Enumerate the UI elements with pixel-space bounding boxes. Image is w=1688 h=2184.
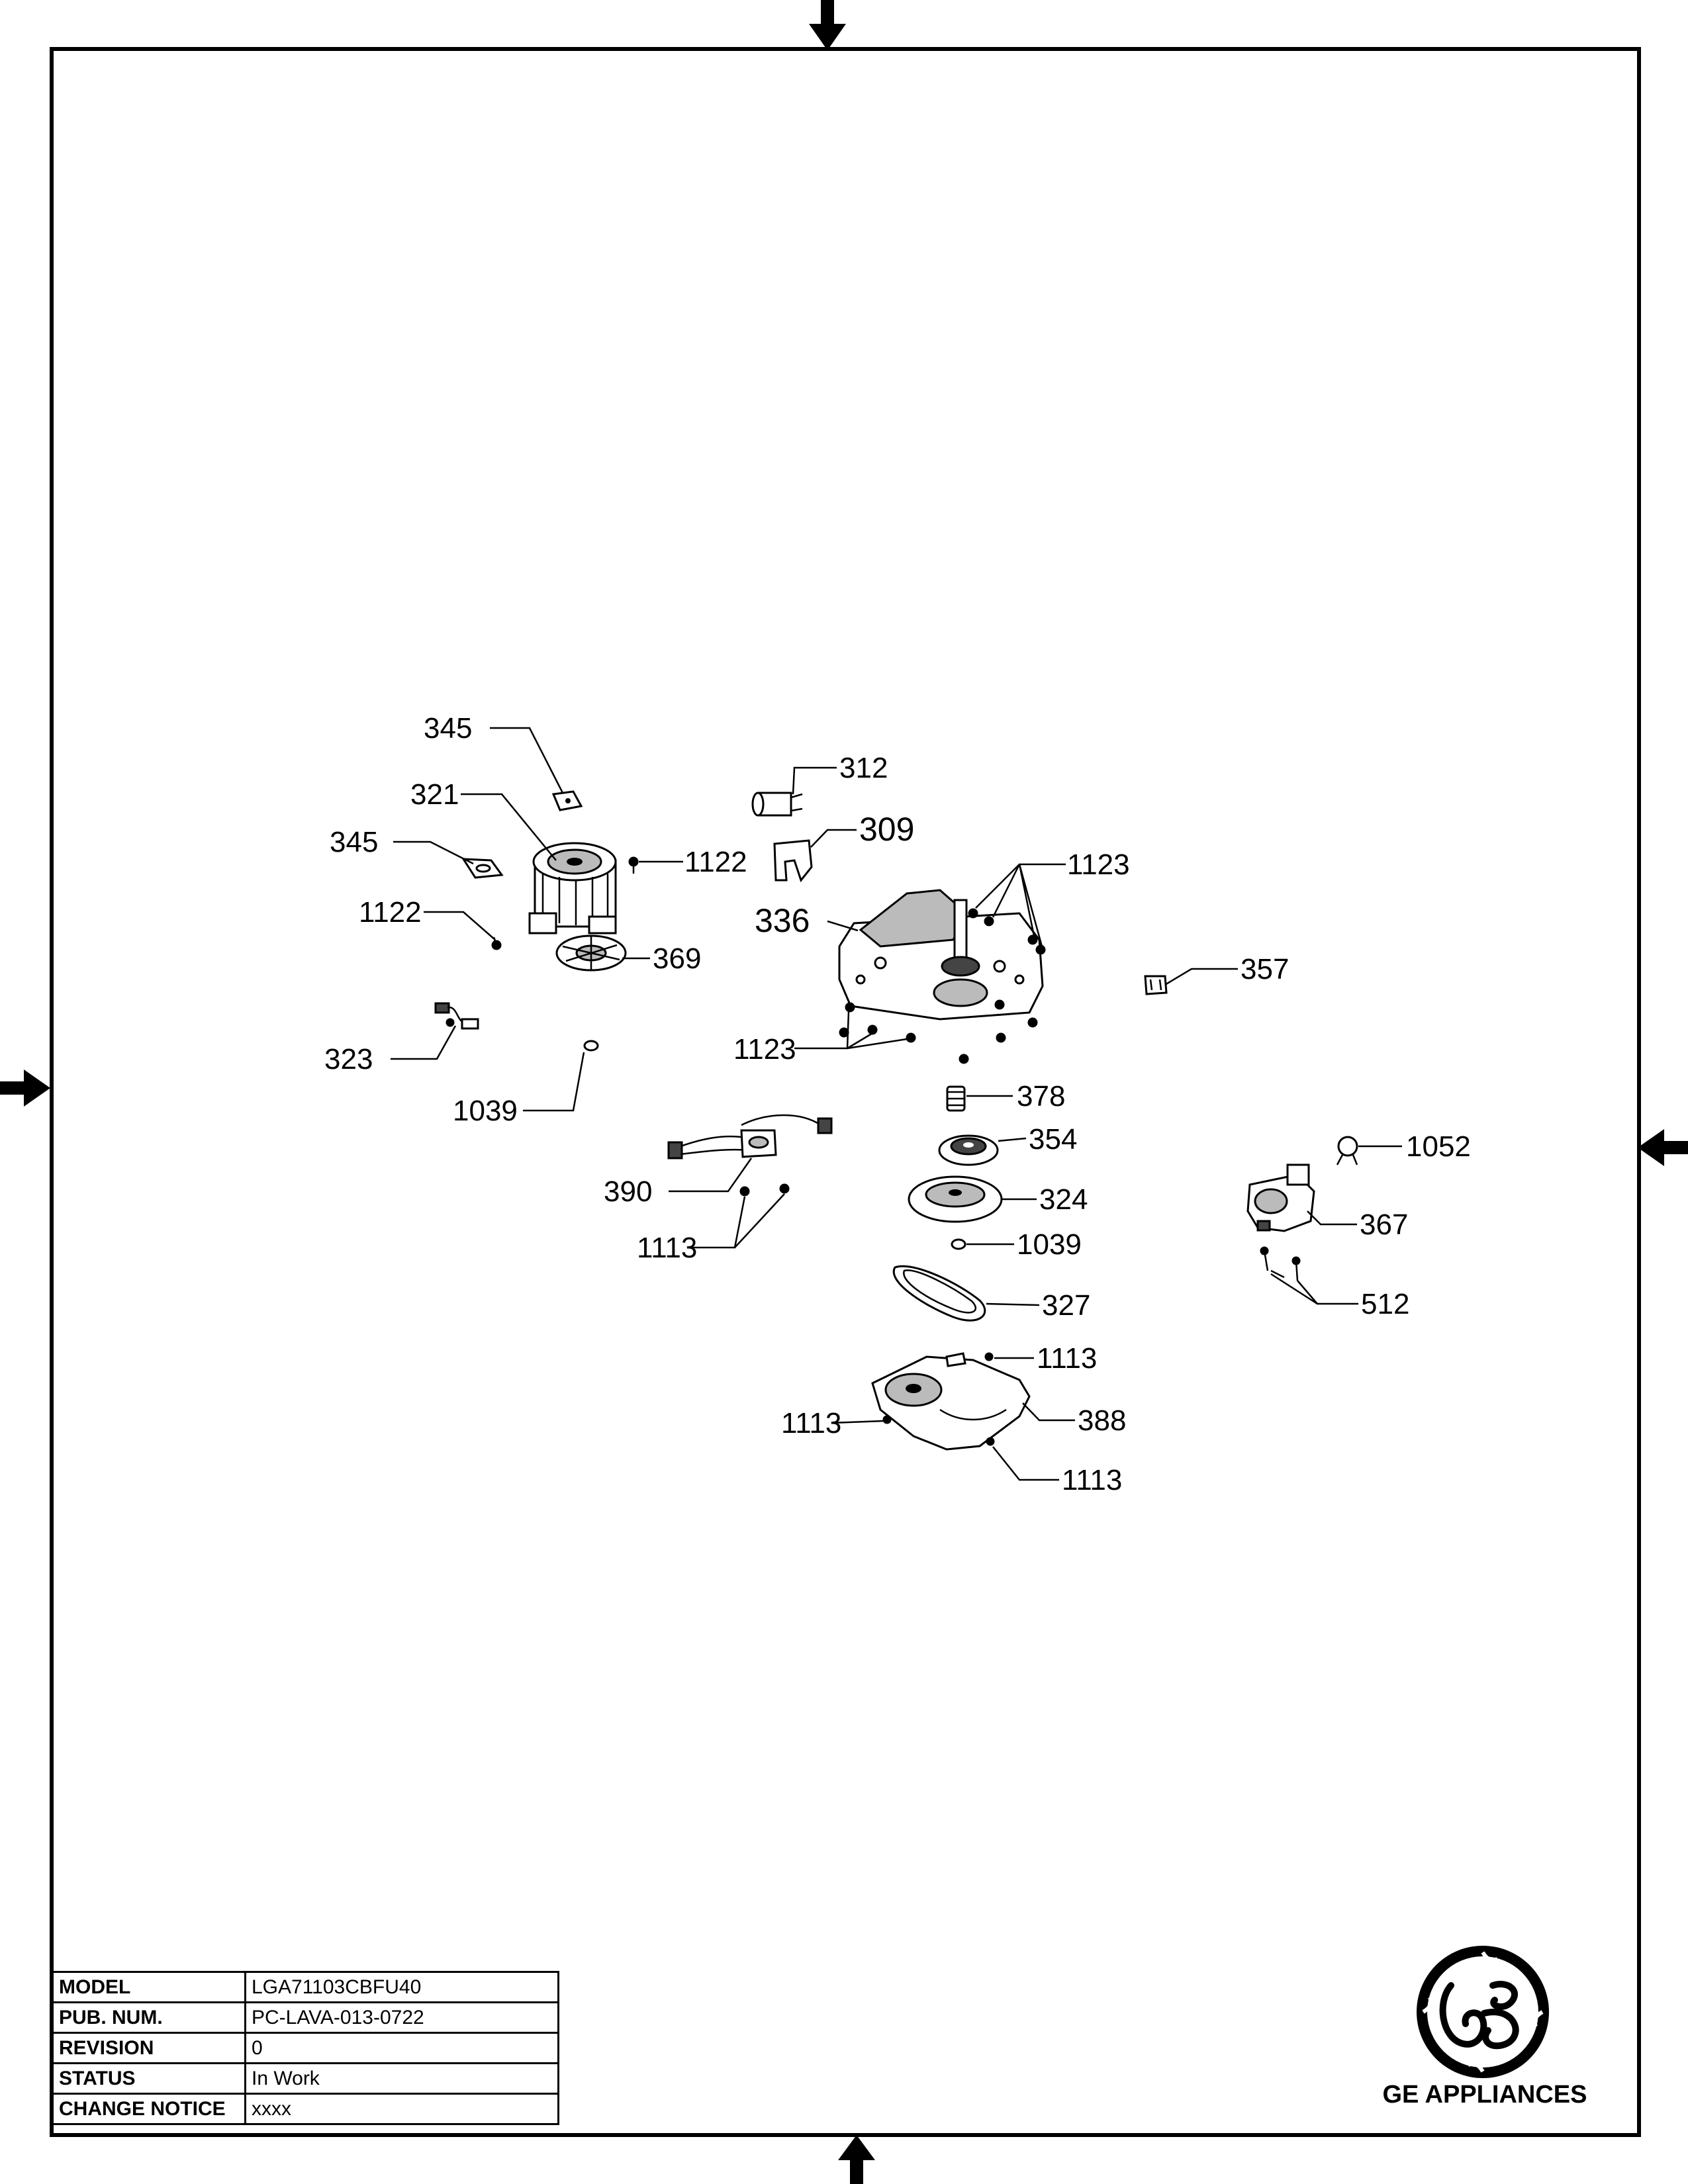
callout-388: 388: [1078, 1404, 1126, 1437]
callout-354: 354: [1029, 1123, 1077, 1156]
callout-345-left: 345: [330, 826, 378, 858]
part-354-gear: [938, 1134, 999, 1166]
callout-367: 367: [1360, 1208, 1408, 1241]
revision-value: 0: [244, 2032, 559, 2064]
callout-1122-left: 1122: [359, 896, 422, 929]
callout-309: 309: [859, 811, 914, 848]
part-1123-screws-upper: [968, 908, 1046, 955]
part-323-sensor-harness: [434, 1002, 479, 1030]
part-1113-screws-harness: [739, 1183, 790, 1197]
status-value: In Work: [244, 2062, 559, 2095]
part-336-mounting-plate: [838, 889, 1044, 1021]
model-label: MODEL: [52, 1971, 246, 2003]
drawing-frame: [50, 47, 1641, 2137]
callout-369: 369: [653, 942, 701, 975]
part-1039-washer-center: [951, 1238, 966, 1250]
callout-1113-harness: 1113: [637, 1232, 697, 1264]
part-312-capacitor: [751, 792, 803, 817]
callout-312: 312: [839, 752, 888, 784]
bottom-center-arrow-icon: [838, 2135, 875, 2184]
callout-1123-upper: 1123: [1067, 848, 1130, 881]
callout-1113-lower: 1113: [1062, 1464, 1122, 1496]
callout-345-top: 345: [424, 712, 472, 745]
callout-327: 327: [1042, 1289, 1090, 1322]
part-327-drive-belt: [892, 1265, 986, 1322]
callout-1122-right: 1122: [684, 846, 747, 878]
part-321-motor: [528, 842, 617, 934]
part-378-spring: [946, 1085, 966, 1112]
part-388-base-cover: [871, 1352, 1031, 1451]
change-notice-value: xxxx: [244, 2093, 559, 2125]
leader-lines: [391, 727, 1402, 1481]
part-1123-screws-lower: [839, 999, 1038, 1064]
title-row-revision: REVISION 0: [52, 2032, 559, 2064]
part-1122-screw-right: [628, 856, 639, 874]
status-label: STATUS: [52, 2062, 246, 2095]
title-row-status: STATUS In Work: [52, 2062, 559, 2095]
model-value: LGA71103CBFU40: [244, 1971, 559, 2003]
part-1052-hose-clamp: [1336, 1136, 1358, 1165]
title-row-pub-num: PUB. NUM. PC-LAVA-013-0722: [52, 2001, 559, 2034]
part-369-motor-pulley: [555, 934, 627, 972]
part-1113-screw-left: [882, 1415, 892, 1424]
callout-labels: 345 321 345 1122 1122 369 323 1039 312 3…: [324, 712, 1471, 1496]
ge-monogram-icon: [1417, 1946, 1549, 2078]
callout-323: 323: [324, 1043, 373, 1075]
part-345-clip-top: [551, 790, 583, 811]
callout-321: 321: [410, 778, 459, 811]
part-512-screws: [1260, 1246, 1301, 1281]
pub-num-label: PUB. NUM.: [52, 2001, 246, 2034]
part-390-wire-harness: [667, 1114, 833, 1160]
callout-1039-center: 1039: [1017, 1228, 1082, 1261]
change-notice-label: CHANGE NOTICE: [52, 2093, 246, 2125]
title-block: MODEL LGA71103CBFU40 PUB. NUM. PC-LAVA-0…: [52, 1971, 559, 2125]
top-center-arrow-icon: [809, 0, 846, 50]
part-1122-screw-left: [491, 936, 502, 950]
part-357-clip: [1144, 975, 1168, 995]
callout-512: 512: [1361, 1288, 1409, 1320]
part-1113-screw-lower: [986, 1437, 995, 1446]
pub-num-value: PC-LAVA-013-0722: [244, 2001, 559, 2034]
right-center-arrow-icon: [1638, 1129, 1688, 1166]
revision-label: REVISION: [52, 2032, 246, 2064]
callout-336: 336: [755, 902, 810, 939]
title-row-model: MODEL LGA71103CBFU40: [52, 1971, 559, 2003]
brand-name: GE APPLIANCES: [1382, 2081, 1587, 2109]
callout-390: 390: [604, 1175, 652, 1208]
part-324-drive-pulley: [908, 1175, 1003, 1223]
callout-1113-left: 1113: [781, 1407, 841, 1439]
part-309-bracket: [773, 839, 813, 883]
callout-378: 378: [1017, 1080, 1065, 1113]
callout-324: 324: [1039, 1183, 1088, 1216]
title-row-change-notice: CHANGE NOTICE xxxx: [52, 2093, 559, 2125]
callout-1039-left: 1039: [453, 1095, 518, 1127]
callout-1123-lower: 1123: [733, 1033, 796, 1066]
part-367-drain-pump: [1246, 1163, 1315, 1232]
part-1039-washer-left: [583, 1040, 599, 1052]
part-1113-screw-upper: [984, 1352, 994, 1361]
left-center-arrow-icon: [0, 1069, 50, 1107]
callout-1113-upper: 1113: [1037, 1342, 1097, 1375]
callout-1052: 1052: [1406, 1130, 1471, 1163]
callout-357: 357: [1241, 953, 1289, 985]
